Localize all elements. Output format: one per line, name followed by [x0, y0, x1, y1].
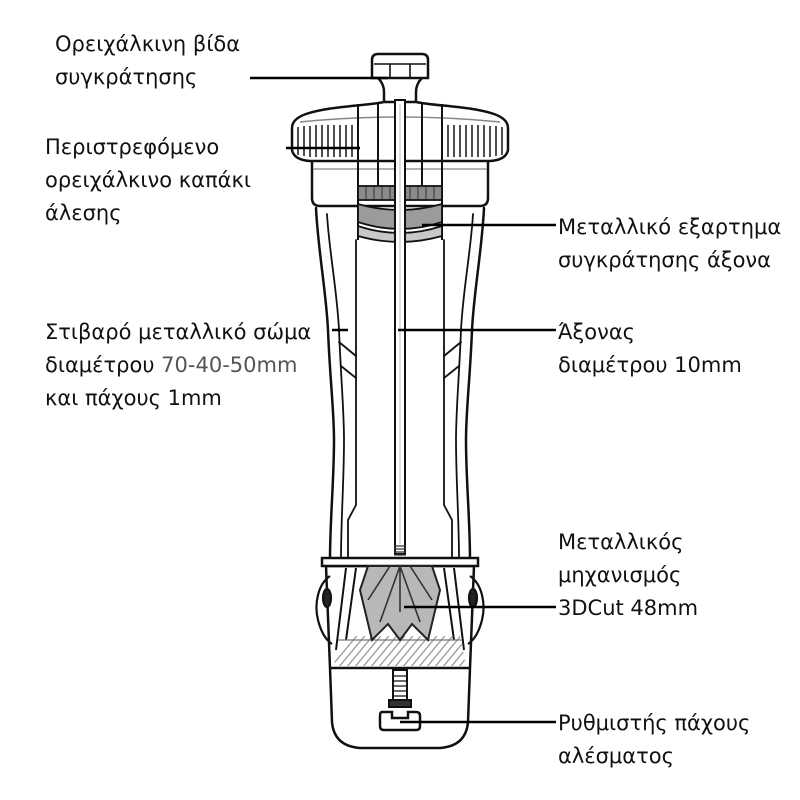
- mill-body-shoulders: [338, 341, 462, 379]
- housing-clip-right-pin: [467, 587, 479, 609]
- retaining-nut: [370, 52, 430, 103]
- label-shaft-holder: Μεταλλικό εξαρτημα συγκράτησης άξονα: [558, 211, 798, 277]
- shaft-thread: [394, 545, 406, 556]
- label-text: άλεσης: [45, 201, 122, 225]
- outer-burr-walls: [335, 567, 465, 651]
- label-grinding-cap: Περιστρεφόμενο ορειχάλκινο καπάκι άλεσης: [45, 131, 251, 230]
- housing-clip-left-pin: [321, 587, 333, 609]
- outer-burr-hatching: [334, 636, 466, 666]
- label-text: συγκράτησης άξονα: [558, 248, 771, 272]
- label-text: διαμέτρου 10mm: [558, 353, 742, 377]
- label-text: Μεταλλικός: [558, 530, 684, 554]
- burr-set: [334, 565, 466, 666]
- label-text: Ρυθμιστής πάχους: [558, 711, 751, 735]
- adjuster-screw-thread: [393, 675, 407, 697]
- label-text: Μεταλλικό εξαρτημα: [558, 215, 782, 239]
- label-text: Ορειχάλκινη βίδα: [55, 32, 241, 56]
- housing-clips: [315, 575, 485, 645]
- housing-clip-right: [467, 575, 485, 645]
- label-body: Στιβαρό μεταλλικό σώμα διαμέτρου 70-40-5…: [45, 316, 311, 415]
- label-text: Άξονας: [558, 320, 635, 344]
- mill-body-inner-cavity: [347, 239, 453, 559]
- label-text: συγκράτησης: [55, 65, 198, 89]
- mechanism-housing-rim: [320, 556, 480, 568]
- leader-lines: [250, 76, 556, 724]
- label-text: μηχανισμός: [558, 563, 682, 587]
- shaft-holder-band-marks: [365, 187, 435, 199]
- mechanism-housing: [320, 556, 480, 750]
- label-text: και πάχους 1mm: [45, 386, 222, 410]
- inner-tube: [357, 104, 443, 240]
- label-mechanism: Μεταλλικός μηχανισμός 3DCut 48mm: [558, 526, 698, 625]
- mill-body-inner-wall: [326, 213, 474, 559]
- mechanism-housing-shell: [324, 564, 476, 750]
- retaining-nut-details: [374, 63, 426, 78]
- label-text: Περιστρεφόμενο: [45, 135, 220, 159]
- body-dimensions-text: 70-40-50mm: [161, 353, 298, 377]
- retaining-nut-head: [370, 52, 430, 80]
- outer-burr-hatch-lines: [334, 636, 466, 666]
- retaining-nut-neck: [377, 77, 423, 103]
- adjuster-nut: [388, 699, 412, 708]
- label-text: Στιβαρό μεταλλικό σώμα: [45, 320, 312, 344]
- label-text: αλέσματος: [558, 744, 674, 768]
- housing-clip-left: [315, 575, 333, 645]
- inner-tube-walls: [357, 104, 443, 240]
- mill-body-outer-wall: [314, 206, 486, 562]
- label-adjuster: Ρυθμιστής πάχους αλέσματος: [558, 707, 750, 773]
- mill-body: [314, 206, 486, 562]
- label-text: διαμέτρου: [45, 353, 155, 377]
- cone-burr-blades: [367, 565, 433, 623]
- grinding-cap-knurling: [297, 125, 503, 157]
- label-line: διαμέτρου 70-40-50mm: [45, 349, 311, 382]
- label-shaft: Άξονας διαμέτρου 10mm: [558, 316, 742, 382]
- label-text: 3DCut 48mm: [558, 596, 699, 620]
- label-retaining-screw: Ορειχάλκινη βίδα συγκράτησης: [55, 28, 240, 94]
- shaft: [394, 99, 406, 556]
- label-text: ορειχάλκινο καπάκι: [45, 168, 251, 192]
